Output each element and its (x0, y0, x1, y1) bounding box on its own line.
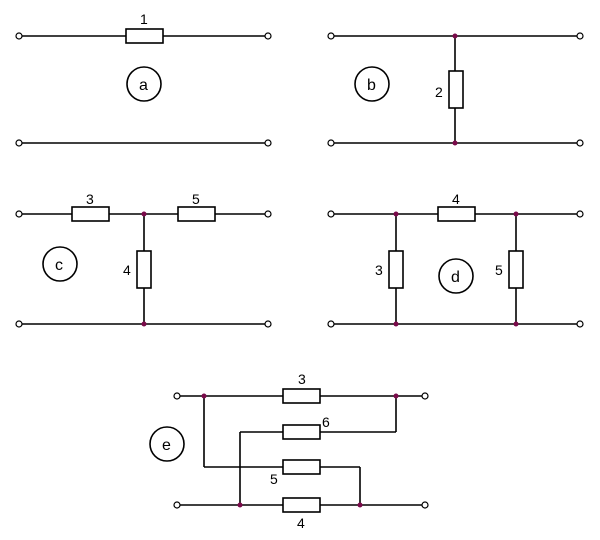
junction-dot (393, 321, 399, 327)
circuit-tag-label: d (451, 269, 460, 286)
terminal (15, 210, 23, 218)
terminal (576, 320, 584, 328)
resistor-3 (388, 250, 404, 289)
resistor-3 (282, 388, 321, 404)
resistor-label: 3 (86, 191, 94, 207)
resistor-6 (282, 424, 321, 440)
terminal (264, 320, 272, 328)
circuit-tag-b (354, 66, 390, 102)
circuit-tag-a (126, 66, 162, 102)
terminal (173, 392, 181, 400)
resistor-4 (437, 206, 476, 222)
resistor-label: 3 (375, 262, 383, 278)
circuit-tag-d (438, 258, 474, 294)
terminal (421, 392, 429, 400)
terminal (327, 210, 335, 218)
resistor-5 (282, 459, 321, 475)
resistor-label: 5 (495, 262, 503, 278)
junction-dot (513, 321, 519, 327)
circuit-tag-label: a (139, 77, 148, 94)
resistor-label: 5 (270, 471, 278, 487)
junction-dot (393, 393, 399, 399)
terminal (576, 139, 584, 147)
junction-dot (452, 140, 458, 146)
terminal (15, 32, 23, 40)
terminal (421, 501, 429, 509)
resistor-2 (448, 70, 464, 109)
circuit-tag-c (42, 246, 78, 282)
terminal (327, 320, 335, 328)
terminal (264, 32, 272, 40)
junction-dot (201, 393, 207, 399)
terminal (15, 139, 23, 147)
resistor-label: 4 (297, 515, 305, 531)
resistor-label: 3 (298, 371, 306, 387)
resistor-label: 6 (322, 414, 330, 430)
circuit-d: 4 3 5 d (327, 191, 584, 328)
terminal (576, 210, 584, 218)
terminal (576, 32, 584, 40)
junction-dot (452, 33, 458, 39)
circuit-a: 1 a (15, 11, 272, 147)
resistor-label: 5 (192, 191, 200, 207)
junction-dot (393, 211, 399, 217)
circuit-tag-label: e (162, 437, 171, 454)
circuit-e: 3 6 5 4 e (149, 371, 429, 531)
junction-dot (513, 211, 519, 217)
junction-dot (237, 502, 243, 508)
circuit-c: 3 5 4 c (15, 191, 272, 328)
circuit-tag-e (149, 426, 185, 462)
terminal (327, 32, 335, 40)
circuit-tag-label: b (367, 77, 376, 94)
resistor-label: 4 (452, 191, 460, 207)
circuit-tag-label: c (55, 257, 63, 274)
terminal (15, 320, 23, 328)
resistor-4 (282, 497, 321, 513)
junction-dot (357, 502, 363, 508)
resistor-3 (71, 206, 110, 222)
resistor-4 (136, 250, 152, 289)
circuit-b: 2 b (327, 32, 584, 147)
resistor-label: 4 (123, 262, 131, 278)
resistor-label: 1 (140, 11, 148, 27)
resistor-1 (125, 28, 164, 44)
resistor-label: 2 (435, 84, 443, 100)
terminal (173, 501, 181, 509)
resistor-5 (177, 206, 216, 222)
terminal (327, 139, 335, 147)
junction-dot (141, 211, 147, 217)
resistor-5 (508, 250, 524, 289)
terminal (264, 210, 272, 218)
terminal (264, 139, 272, 147)
junction-dot (141, 321, 147, 327)
